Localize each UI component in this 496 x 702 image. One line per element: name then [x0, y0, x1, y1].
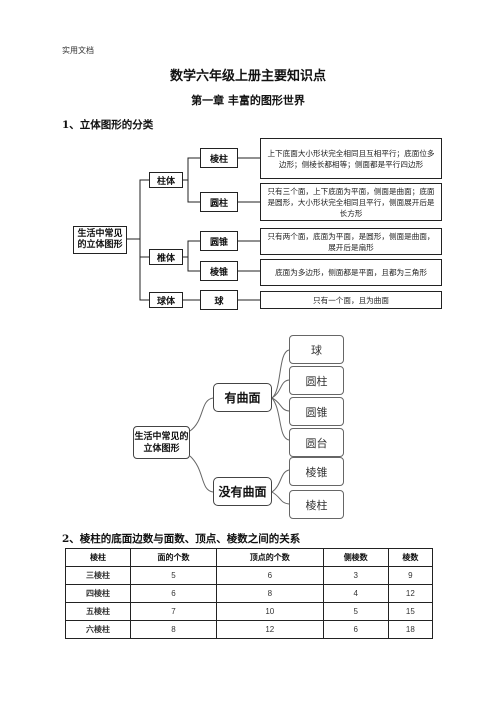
table-row: 四棱柱 6 8 4 12: [64, 584, 434, 603]
table-header: 棱数: [387, 548, 434, 567]
table-cell: 8: [130, 620, 217, 639]
desc-lengzhui: 底面为多边形，侧面都是平面，且都为三角形: [260, 259, 442, 286]
prism-table: 棱柱 面的个数 顶点的个数 侧棱数 棱数 三棱柱 5 6 3 9 四棱柱 6 8…: [64, 548, 434, 639]
table-header: 顶点的个数: [215, 548, 324, 567]
table-row: 五棱柱 7 10 5 15: [64, 602, 434, 621]
table-cell: 12: [215, 620, 324, 639]
table-cell: 6: [130, 584, 217, 603]
table-cell: 7: [130, 602, 217, 621]
table-header: 侧棱数: [322, 548, 389, 567]
tree2-item-yuanzhu: 圆柱: [289, 366, 344, 395]
tree2-item-lengzhu: 棱柱: [289, 490, 344, 519]
table-cell: 四棱柱: [64, 584, 132, 603]
table-cell: 五棱柱: [64, 602, 132, 621]
page-title: 数学六年级上册主要知识点: [169, 69, 326, 84]
table-cell: 15: [387, 602, 434, 621]
table-cell: 4: [322, 584, 389, 603]
tree1-shape-lengzhu: 棱柱: [200, 148, 238, 168]
table-cell: 6: [322, 620, 389, 639]
desc-yuanzhui: 只有两个面，底面为平面，是圆形，侧面是曲面，展开后是扇形: [260, 228, 442, 255]
table-header: 面的个数: [130, 548, 217, 567]
tree2-item-lengzhui: 棱锥: [289, 457, 344, 486]
table-cell: 三棱柱: [64, 566, 132, 585]
table-cell: 六棱柱: [64, 620, 132, 639]
tree2-no-curved: 没有曲面: [213, 477, 272, 506]
table-cell: 3: [322, 566, 389, 585]
table-row: 六棱柱 8 12 6 18: [64, 620, 434, 639]
tree2-curved: 有曲面: [213, 383, 272, 412]
table-header: 棱柱: [64, 548, 132, 567]
tree2-root: 生活中常见的立体图形: [133, 426, 190, 459]
page-header: 实用文档: [62, 46, 94, 55]
tree2-item-qiu: 球: [289, 335, 344, 364]
table-row: 三棱柱 5 6 3 9: [64, 566, 434, 585]
desc-qiu: 只有一个面，且为曲面: [260, 291, 442, 309]
chapter-title: 第一章 丰富的图形世界: [191, 94, 305, 107]
table-cell: 5: [130, 566, 217, 585]
table-cell: 18: [387, 620, 434, 639]
table-cell: 5: [322, 602, 389, 621]
table-cell: 9: [387, 566, 434, 585]
tree1-category-zhuti: 柱体: [149, 172, 183, 188]
table-cell: 6: [215, 566, 324, 585]
desc-lengzhu: 上下底面大小形状完全相同且互相平行；底面位多边形；侧棱长都相等；侧面都是平行四边…: [260, 138, 442, 179]
tree1-shape-yuanzhu: 圆柱: [200, 192, 238, 212]
table-cell: 12: [387, 584, 434, 603]
tree1-shape-lengzhui: 棱锥: [200, 261, 238, 281]
desc-yuanzhu: 只有三个面，上下底面为平面，侧面是曲面；底面是圆形，大小形状完全相同且平行，侧面…: [260, 183, 442, 221]
tree1-category-zhuiti: 椎体: [149, 249, 183, 265]
table-cell: 10: [215, 602, 324, 621]
tree1-category-qiuti: 球体: [149, 292, 183, 308]
section-heading-classification: 1、立体图形的分类: [62, 119, 154, 131]
tree2-item-yuanzhui: 圆锥: [289, 397, 344, 426]
tree1-root: 生活中常见的立体图形: [73, 226, 127, 254]
section-heading-relationship: 2、棱柱的底面边数与面数、顶点、棱数之间的关系: [62, 533, 301, 545]
tree1-shape-qiu: 球: [200, 290, 238, 310]
table-cell: 8: [215, 584, 324, 603]
tree2-item-yuantai: 圆台: [289, 428, 344, 457]
tree1-shape-yuanzhui: 圆锥: [200, 231, 238, 251]
table-header-row: 棱柱 面的个数 顶点的个数 侧棱数 棱数: [64, 548, 434, 567]
